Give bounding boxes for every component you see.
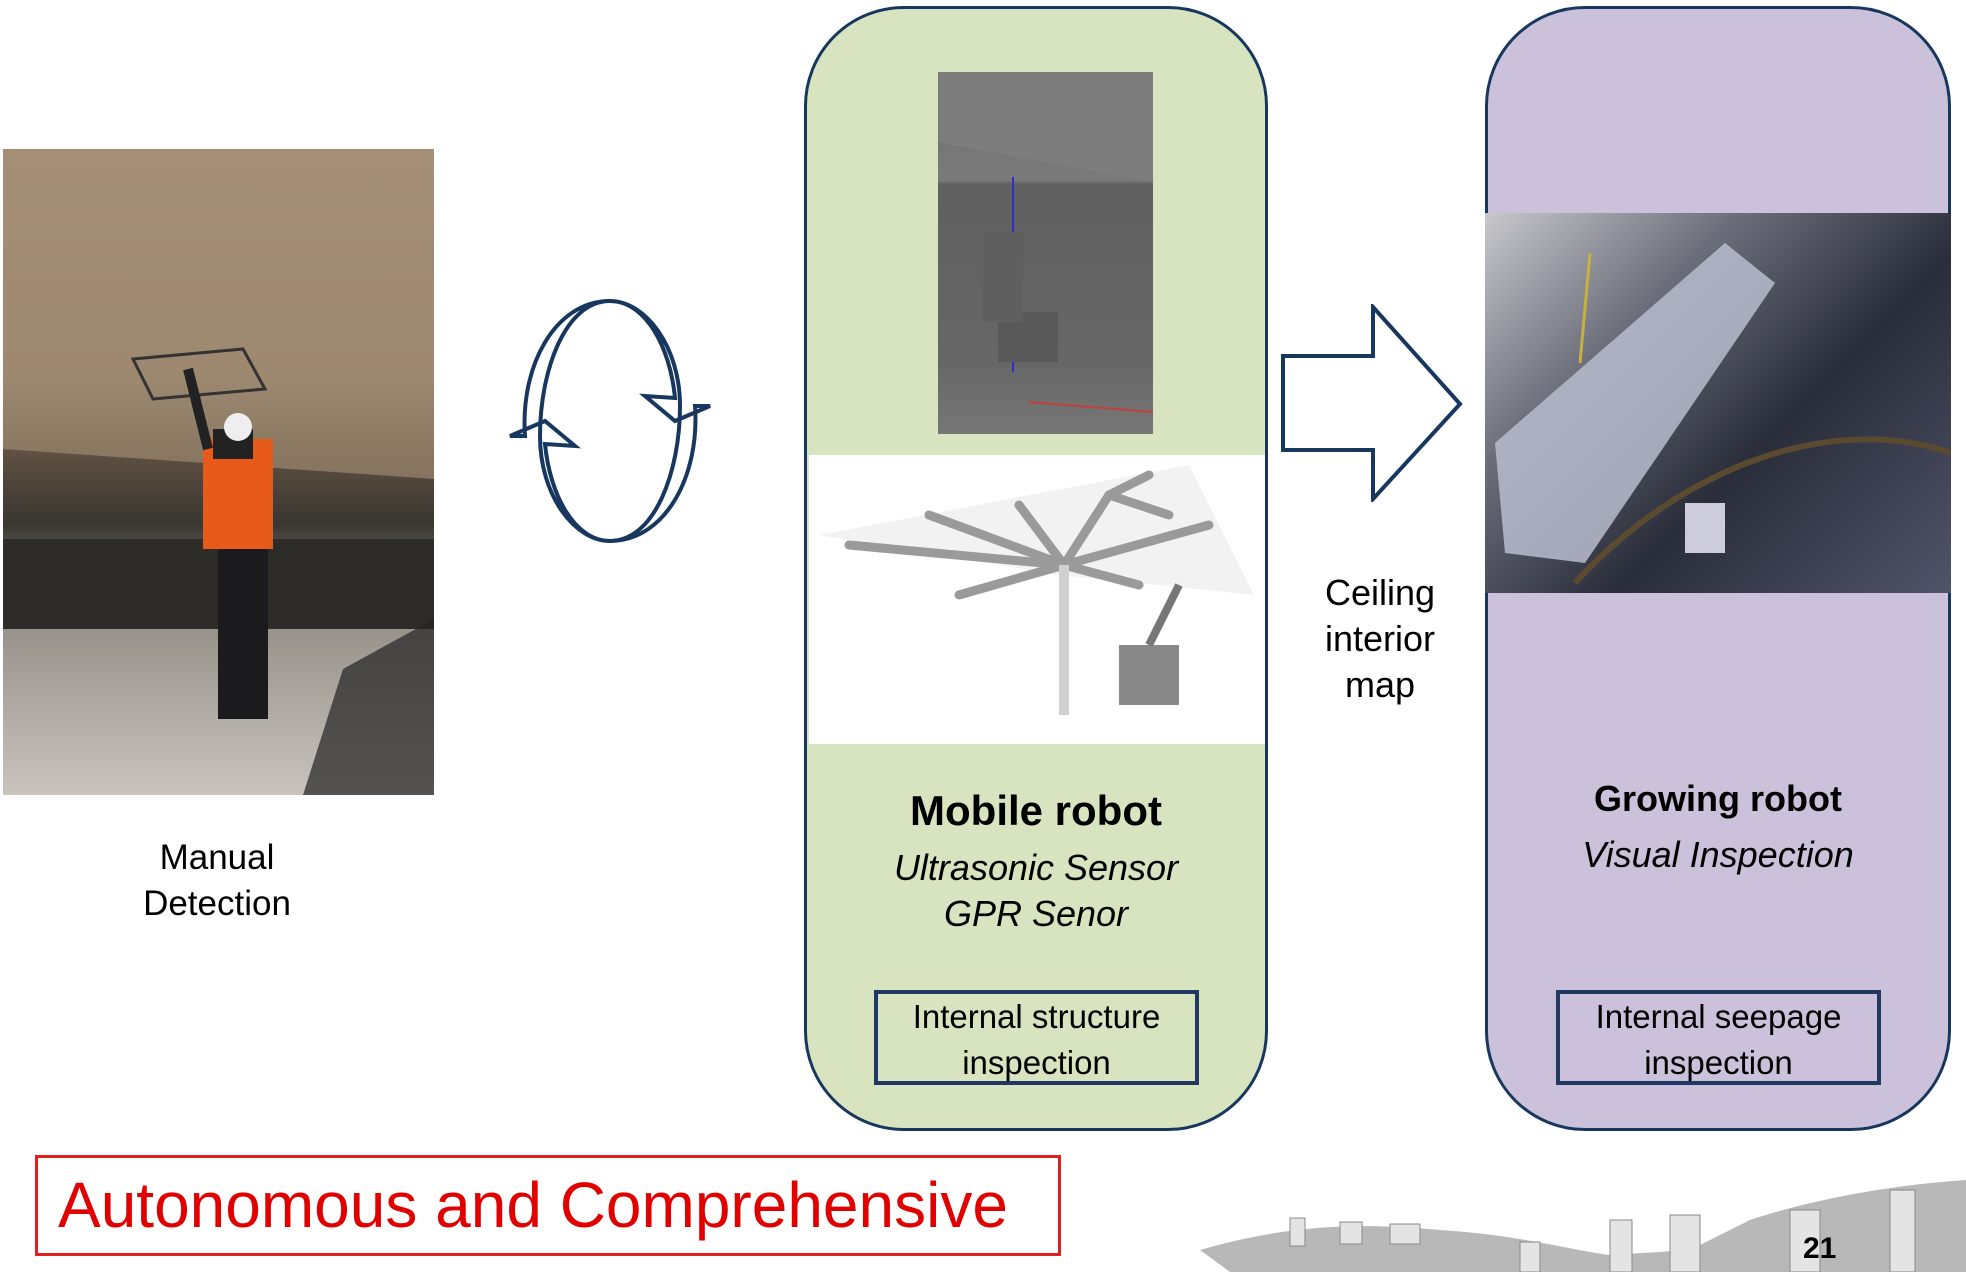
manual-detection-label: Manual Detection (117, 835, 317, 927)
city-skyline-decoration (1200, 1180, 1966, 1272)
mobile-robot-sensors: Ultrasonic Sensor GPR Senor (804, 845, 1268, 937)
box-line2: inspection (962, 1044, 1111, 1081)
box-line2: inspection (1644, 1044, 1793, 1081)
growing-robot-photo (1485, 213, 1951, 593)
label-line1: Ceiling (1324, 572, 1436, 613)
mobile-robot-title: Mobile robot (910, 787, 1162, 834)
sensor-gpr: GPR Senor (943, 893, 1129, 934)
cycle-arrows-icon (509, 299, 711, 543)
right-arrow-icon (1281, 304, 1463, 502)
internal-structure-box: Internal structure inspection (874, 990, 1199, 1085)
ceiling-tree-robot-image (809, 455, 1265, 744)
box-line1: Internal structure (912, 998, 1161, 1035)
ceiling-interior-map-label: Ceiling interior map (1290, 570, 1470, 708)
autonomous-banner: Autonomous and Comprehensive (35, 1155, 1061, 1256)
label-line2: interior (1324, 618, 1436, 659)
growing-robot-title: Growing robot (1594, 778, 1842, 819)
page-number: 21 (1803, 1232, 1837, 1265)
internal-seepage-box: Internal seepage inspection (1556, 990, 1881, 1085)
manual-label-line1: Manual (159, 838, 275, 877)
box-line1: Internal seepage (1595, 998, 1842, 1035)
growing-robot-subtitle: Visual Inspection (1582, 834, 1854, 875)
manual-detection-photo (3, 149, 434, 795)
robot-simulation-image (938, 72, 1154, 434)
manual-label-line2: Detection (143, 884, 291, 923)
sensor-ultrasonic: Ultrasonic Sensor (893, 847, 1179, 888)
label-line3: map (1344, 664, 1416, 705)
